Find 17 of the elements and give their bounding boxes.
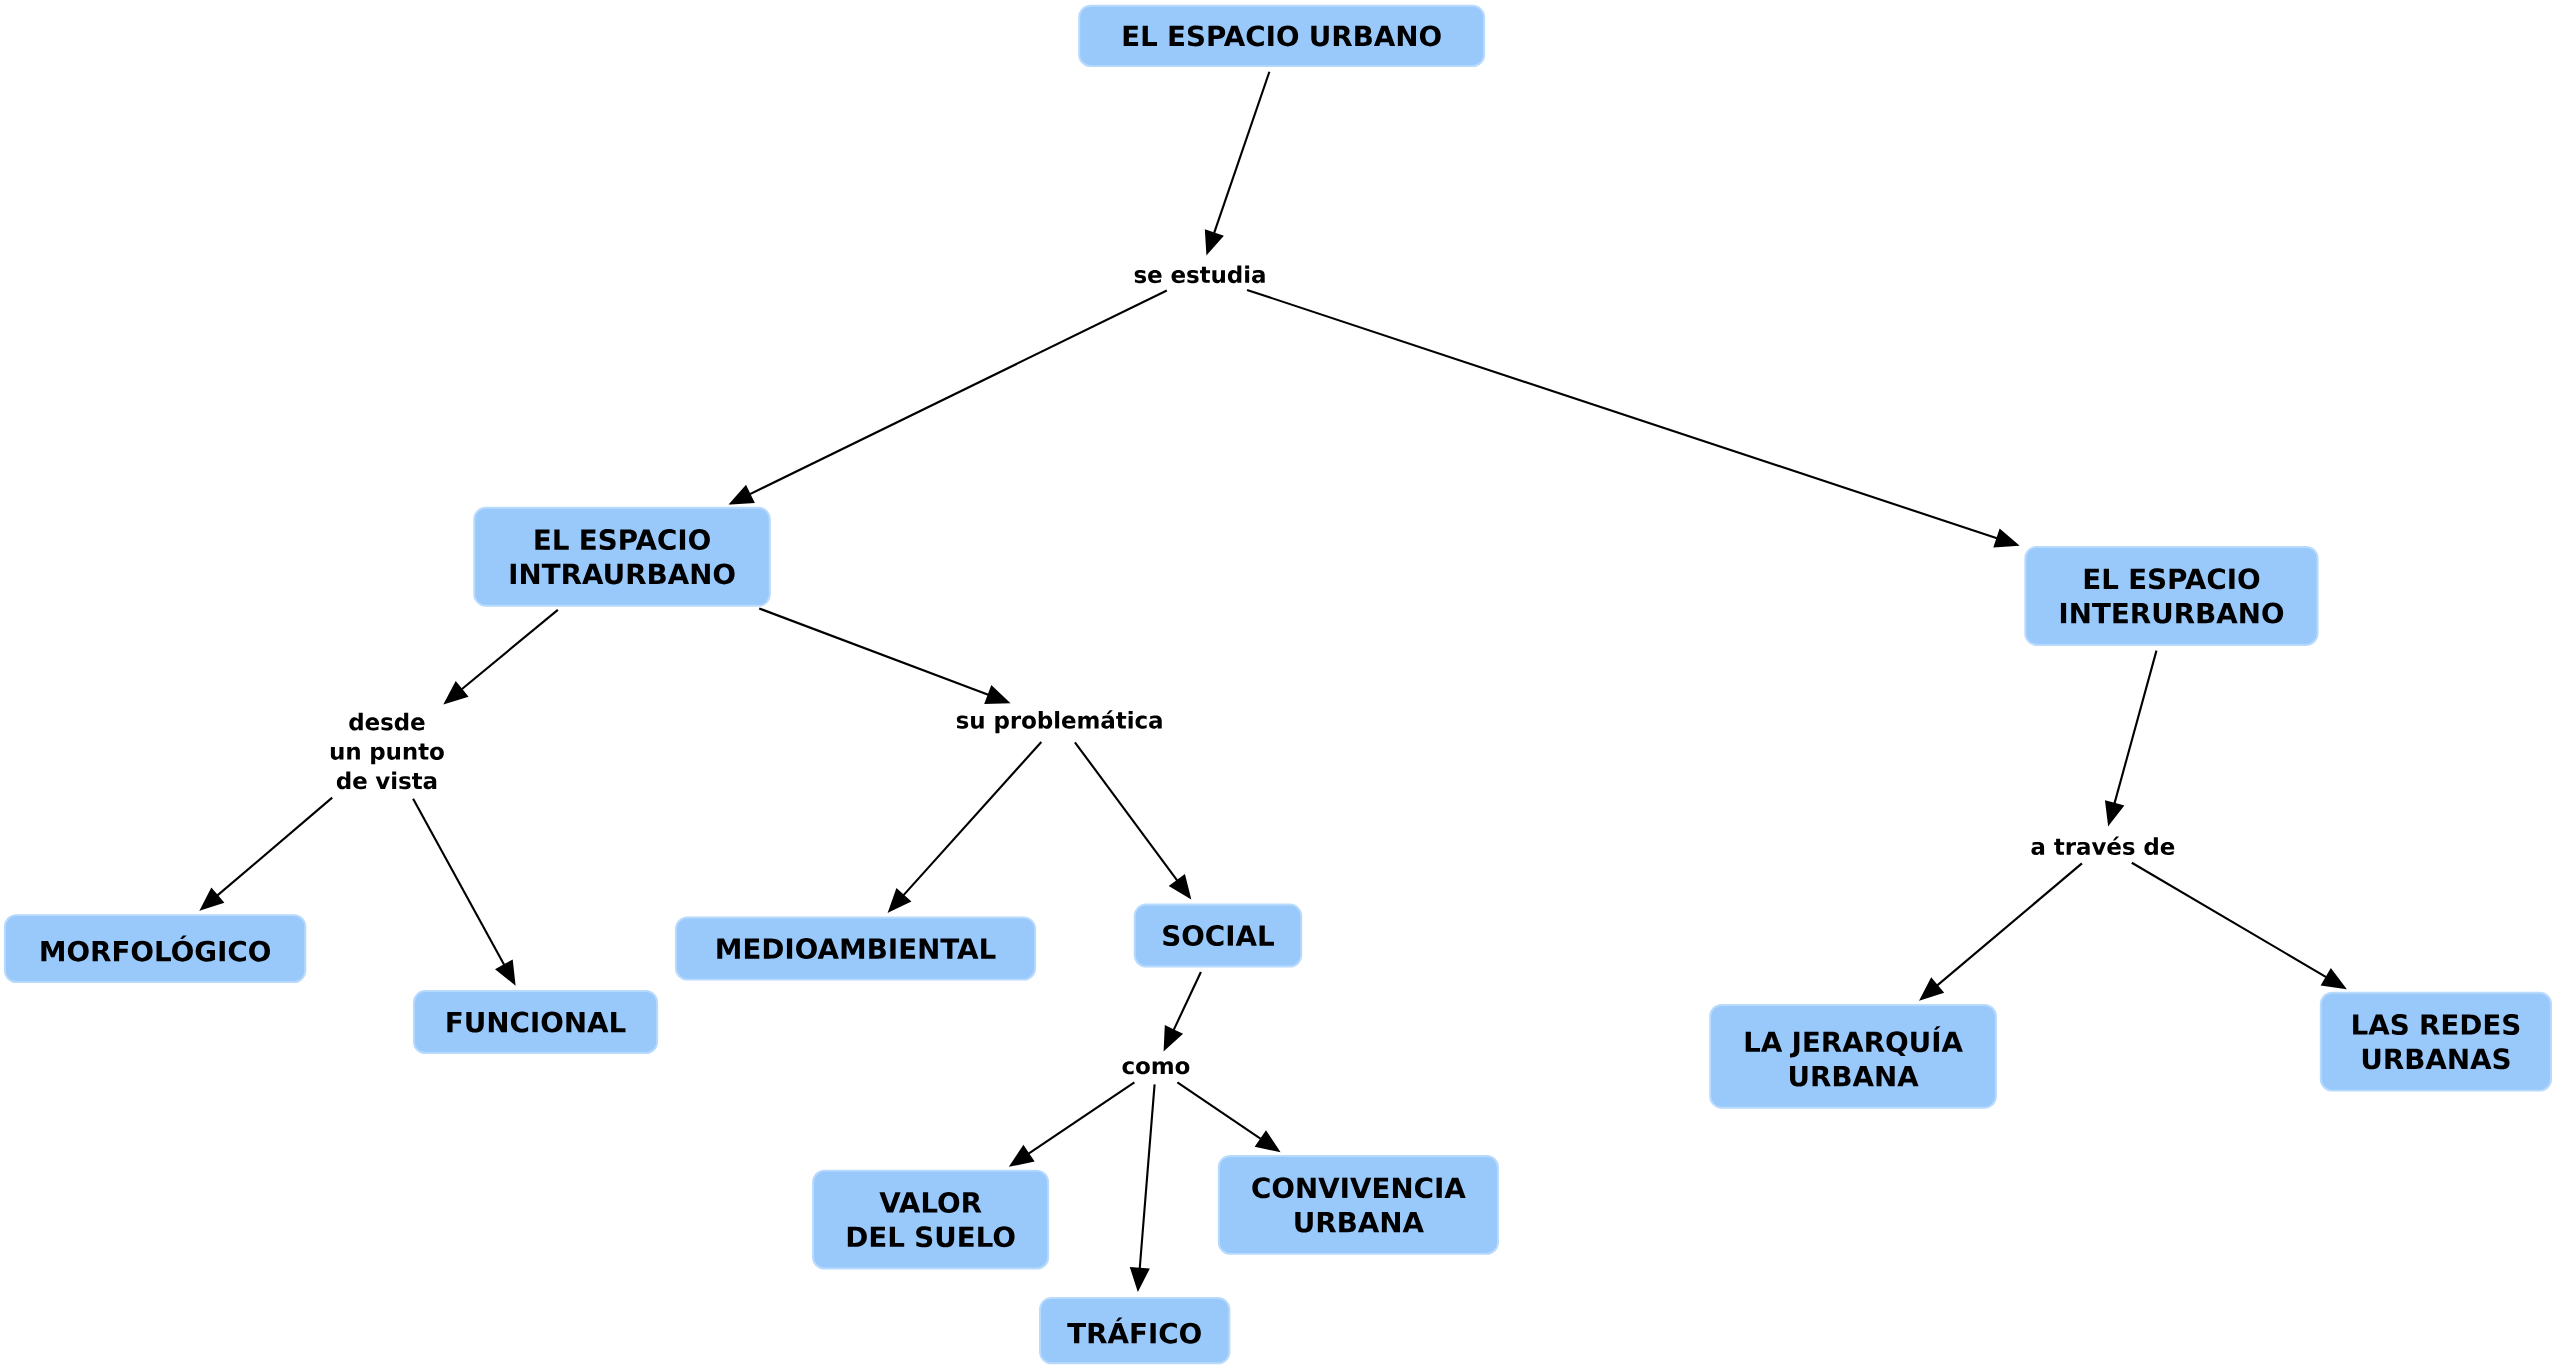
concept-box: EL ESPACIO URBANO (1078, 4, 1486, 68)
concept-box: EL ESPACIO INTRAURBANO (473, 506, 771, 607)
linking-phrase: su problemática (956, 710, 1162, 734)
linking-phrase: se estudia (1134, 265, 1265, 284)
concept-box: TRÁFICO (1039, 1297, 1231, 1365)
concept-box: MEDIOAMBIENTAL (674, 916, 1037, 981)
linking-phrase: como (1122, 1061, 1190, 1075)
concept-box: LA JERARQUÍA URBANA (1709, 1004, 1997, 1109)
concept-box: MORFOLÓGICO (3, 914, 307, 984)
concept-box: LAS REDES URBANAS (2319, 991, 2553, 1092)
concept-box: FUNCIONAL (412, 990, 659, 1055)
linking-phrase: desde un punto de vista (330, 712, 444, 790)
concept-box: VALOR DEL SUELO (812, 1169, 1050, 1270)
concept-box: SOCIAL (1133, 903, 1303, 968)
concept-box: CONVIVENCIA URBANA (1217, 1155, 1499, 1255)
concept-box: EL ESPACIO INTERURBANO (2024, 546, 2319, 646)
linking-phrase: a través de (2031, 836, 2175, 856)
